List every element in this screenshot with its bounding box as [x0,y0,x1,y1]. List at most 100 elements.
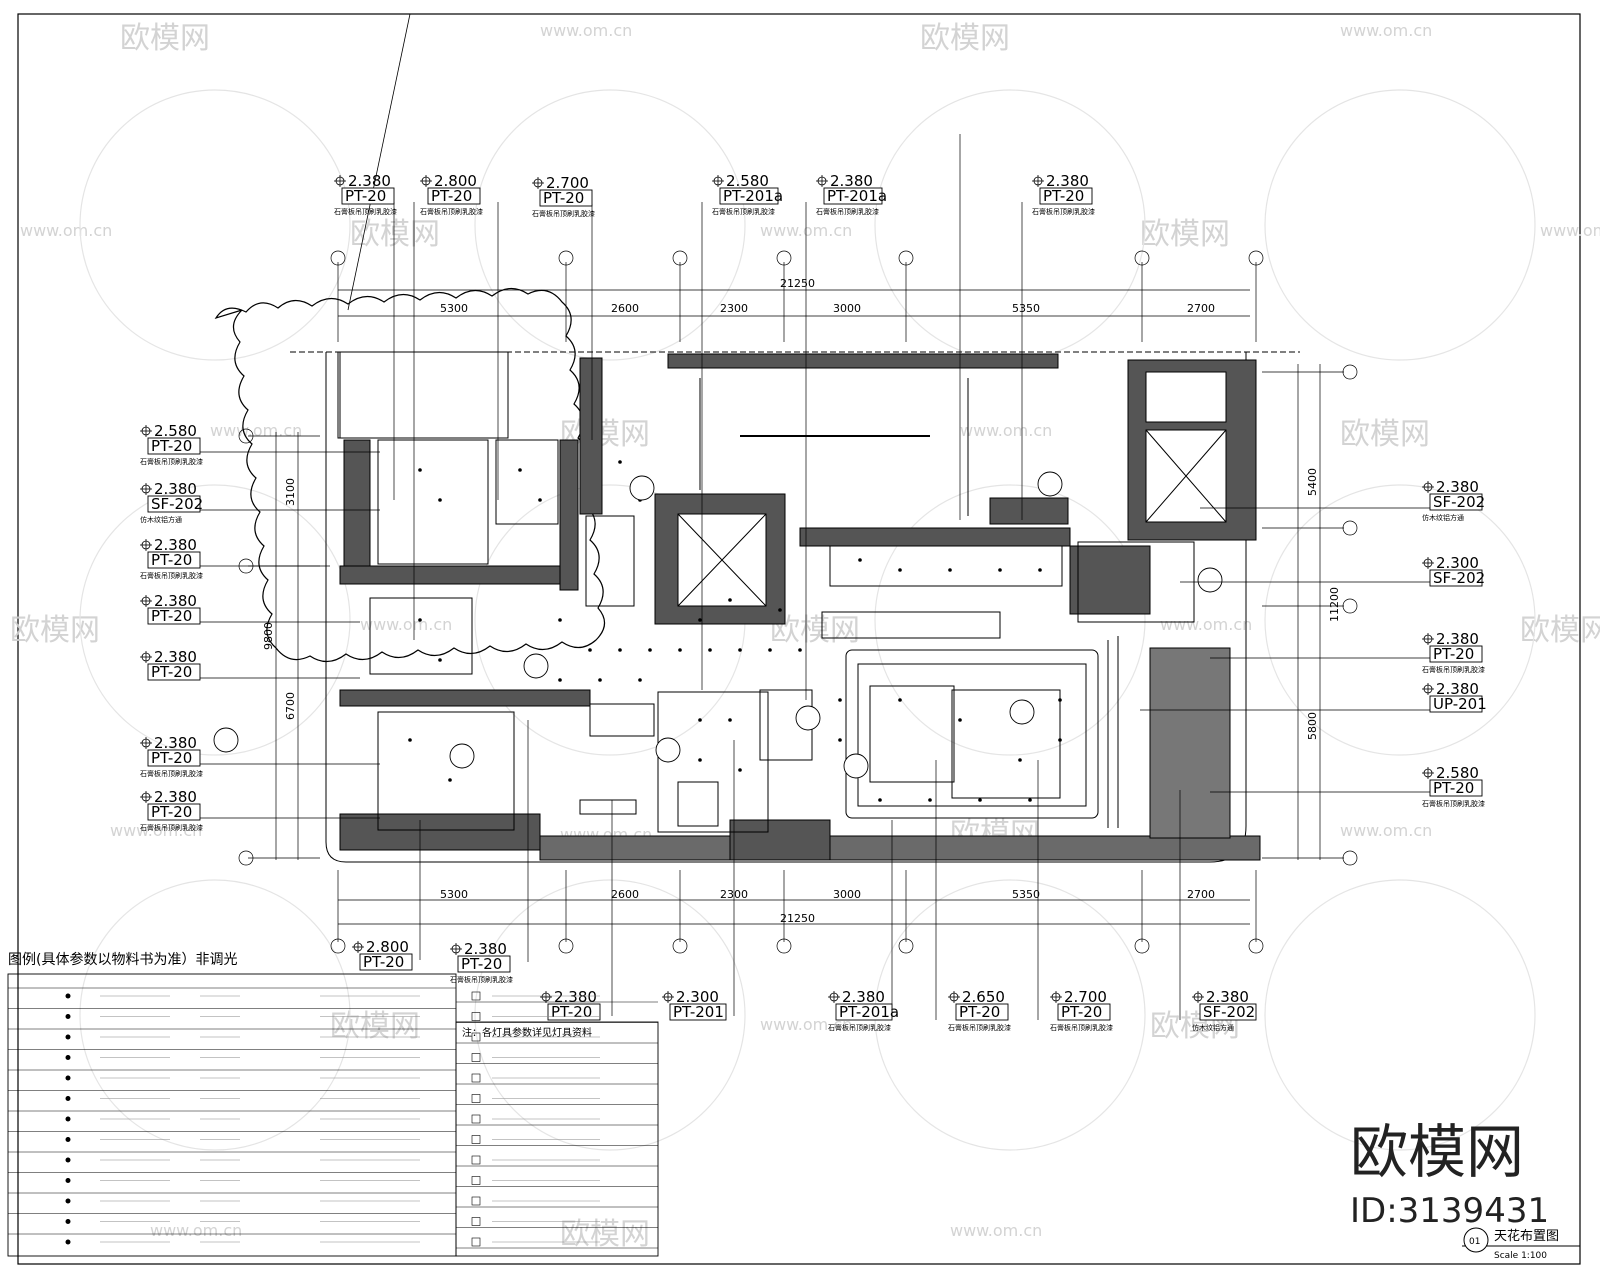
material-code: PT-20 [1061,1003,1102,1021]
dimension-total-top: 21250 [780,277,815,290]
material-note: 石膏板吊顶刷乳胶漆 [140,823,203,832]
building-walls [290,351,1300,863]
dimension-top: 2600 [611,302,639,315]
material-code: PT-20 [151,437,192,455]
legend-title: 图例(具体参数以物料书为准）非调光 [8,951,237,968]
material-code: PT-20 [1043,187,1084,205]
watermark-logo: 欧模网 [330,1009,420,1044]
material-note: 石膏板吊顶刷乳胶漆 [948,1023,1011,1032]
material-note: 仿木纹铝方通 [140,515,182,524]
dimension-top: 2300 [720,302,748,315]
elevation-value: 2.380 [154,480,197,498]
revision-cloud [214,287,606,663]
dimension-bottom: 5300 [440,888,468,901]
dimension-right: 11200 [1328,587,1341,622]
elevation-value: 2.800 [366,938,409,956]
watermark-logo: 欧模网 [1140,217,1230,252]
elevation-value: 2.380 [1046,172,1089,190]
material-note: 石膏板吊顶刷乳胶漆 [1032,207,1095,216]
dimension-bottom: 5350 [1012,888,1040,901]
material-code: PT-201a [839,1003,899,1021]
watermark-url: www.om.cn [210,421,302,440]
title-block: 01 天花布置图 Scale 1:100 [1462,1227,1580,1261]
material-code: SF-202 [1433,493,1485,511]
material-note: 石膏板吊顶刷乳胶漆 [1422,665,1485,674]
watermark-url: www.om.cn [960,421,1052,440]
elevation-value: 2.380 [1436,680,1479,698]
watermark-logo: 欧模网 [120,21,210,56]
material-note: 石膏板吊顶刷乳胶漆 [140,769,203,778]
elevation-value: 2.380 [1206,988,1249,1006]
material-code: PT-20 [543,189,584,207]
elevation-value: 2.380 [1436,478,1479,496]
elevation-value: 2.580 [1436,764,1479,782]
leader-lines [200,134,1430,1020]
material-code: PT-20 [551,1003,592,1021]
watermark-layer: 欧模网 www.om.cn 欧模网 www.om.cn www.om.cn 欧模… [10,21,1600,1252]
elevation-value: 2.650 [962,988,1005,1006]
material-code: SF-202 [1203,1003,1255,1021]
ceiling-elevation-tags: 2.380PT-20石膏板吊顶刷乳胶漆2.800PT-20石膏板吊顶刷乳胶漆2.… [140,172,1487,1032]
drawing-title: 天花布置图 [1494,1228,1559,1244]
material-note: 石膏板吊顶刷乳胶漆 [1050,1023,1113,1032]
elevation-value: 2.380 [348,172,391,190]
watermark-url: www.om.cn [20,221,112,240]
dimension-top: 2700 [1187,302,1215,315]
section-marks [213,471,1223,779]
sheet-border [17,13,1581,1265]
drawing-scale: Scale 1:100 [1494,1251,1547,1261]
material-note: 石膏板吊顶刷乳胶漆 [450,975,513,984]
stamp-id: ID:3139431 [1350,1191,1549,1231]
elevation-value: 2.380 [830,172,873,190]
grid-axes [238,250,1358,954]
material-code: PT-201a [827,187,887,205]
elevation-value: 2.380 [842,988,885,1006]
legend-notes-title: 注：各灯具参数详见灯具资料 [462,1026,592,1039]
dimension-bottom: 2700 [1187,888,1215,901]
watermark-url: www.om.cn [1160,615,1252,634]
stamp-logo: 欧模网 [1350,1118,1524,1186]
elevation-value: 2.380 [154,648,197,666]
watermark-url: www.om.cn [950,1221,1042,1240]
dimension-top: 3000 [833,302,861,315]
dimension-bottom: 2600 [611,888,639,901]
watermark-url: www.om.cn [360,615,452,634]
elevation-value: 2.380 [154,592,197,610]
material-code: PT-20 [1433,779,1474,797]
elevation-value: 2.580 [726,172,769,190]
watermark-url: www.om.cn [110,821,202,840]
material-code: PT-20 [151,749,192,767]
watermark-logo: 欧模网 [350,217,440,252]
elevation-value: 2.800 [434,172,477,190]
material-code: SF-202 [1433,569,1485,587]
watermark-logo: 欧模网 [560,1217,650,1252]
elevation-value: 2.580 [154,422,197,440]
material-code: PT-20 [345,187,386,205]
material-note: 石膏板吊顶刷乳胶漆 [1422,799,1485,808]
material-code: PT-20 [363,953,404,971]
watermark-url: www.om.cn [1340,21,1432,40]
material-note: 石膏板吊顶刷乳胶漆 [140,571,203,580]
dimension-left: 6700 [284,692,297,720]
watermark-url: www.om.cn [1340,821,1432,840]
watermark-logo: 欧模网 [1340,417,1430,452]
watermark-url: www.om.cn [1540,221,1600,240]
legend-table: 图例(具体参数以物料书为准）非调光 注：各灯具参数详见灯具资料 [7,951,659,1257]
